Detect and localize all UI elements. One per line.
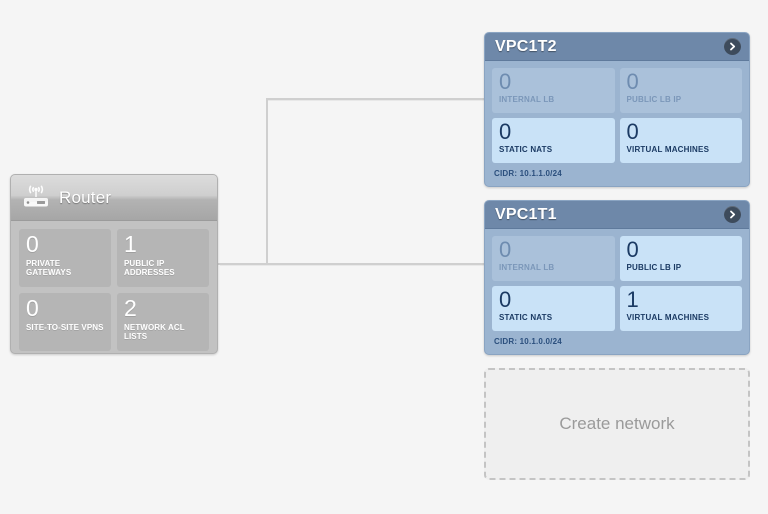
router-tile-grid: 0 PRIVATE GATEWAYS 1 PUBLIC IP ADDRESSES… — [11, 221, 217, 353]
tier-tile-internal-lb[interactable]: 0 INTERNAL LB — [492, 236, 615, 281]
tier-tile-value: 1 — [626, 287, 639, 312]
tier-card-vpc1t1[interactable]: VPC1T1 0 INTERNAL LB 0 PUBLIC LB IP 0 ST… — [484, 200, 750, 355]
router-tile-private-gateways[interactable]: 0 PRIVATE GATEWAYS — [19, 229, 111, 287]
connector-to-tier-1 — [218, 263, 486, 265]
router-title: Router — [59, 187, 112, 207]
router-tile-network-acl-lists[interactable]: 2 NETWORK ACL LISTS — [117, 293, 209, 351]
tier-tile-label: STATIC NATS — [499, 313, 553, 322]
router-tile-value: 1 — [124, 231, 137, 257]
tier-cidr: CIDR: 10.1.1.0/24 — [494, 169, 562, 178]
tier-tile-internal-lb[interactable]: 0 INTERNAL LB — [492, 68, 615, 113]
connector-highlight-top — [268, 100, 486, 101]
tier-tile-label: VIRTUAL MACHINES — [626, 145, 710, 154]
router-tile-value: 0 — [26, 295, 39, 321]
tier-header: VPC1T2 — [485, 33, 749, 61]
chevron-right-icon[interactable] — [724, 38, 741, 55]
chevron-right-icon[interactable] — [724, 206, 741, 223]
tier-title: VPC1T1 — [495, 205, 557, 223]
tier-title: VPC1T2 — [495, 37, 557, 55]
create-network-label: Create network — [559, 414, 675, 433]
router-tile-label: NETWORK ACL LISTS — [124, 323, 185, 341]
tier-tile-value: 0 — [626, 69, 639, 94]
router-tile-value: 2 — [124, 295, 137, 321]
tier-tile-static-nats[interactable]: 0 STATIC NATS — [492, 118, 615, 163]
tier-tile-grid: 0 INTERNAL LB 0 PUBLIC LB IP 0 STATIC NA… — [485, 229, 749, 331]
tier-tile-public-lb-ip[interactable]: 0 PUBLIC LB IP — [619, 236, 742, 281]
router-tile-value: 0 — [26, 231, 39, 257]
tier-tile-virtual-machines[interactable]: 0 VIRTUAL MACHINES — [619, 118, 742, 163]
tier-tile-virtual-machines[interactable]: 1 VIRTUAL MACHINES — [619, 286, 742, 331]
connector-vertical-riser — [266, 98, 268, 265]
router-header: Router — [11, 175, 217, 221]
connector-to-tier-0 — [266, 98, 486, 100]
tier-tile-value: 0 — [499, 119, 512, 144]
tier-tile-static-nats[interactable]: 0 STATIC NATS — [492, 286, 615, 331]
tier-tile-value: 0 — [499, 237, 512, 262]
router-tile-label: PUBLIC IP ADDRESSES — [124, 259, 175, 277]
router-icon — [21, 183, 51, 213]
tier-tile-public-lb-ip[interactable]: 0 PUBLIC LB IP — [619, 68, 742, 113]
tier-tile-value: 0 — [626, 237, 639, 262]
router-tile-public-ip-addresses[interactable]: 1 PUBLIC IP ADDRESSES — [117, 229, 209, 287]
router-tile-label: PRIVATE GATEWAYS — [26, 259, 72, 277]
tier-tile-value: 0 — [499, 287, 512, 312]
tier-tile-label: PUBLIC LB IP — [626, 263, 682, 272]
router-tile-site-to-site-vpns[interactable]: 0 SITE-TO-SITE VPNS — [19, 293, 111, 351]
router-tile-label: SITE-TO-SITE VPNS — [26, 323, 104, 332]
router-card[interactable]: Router 0 PRIVATE GATEWAYS 1 PUBLIC IP AD… — [10, 174, 218, 354]
tier-tile-value: 0 — [626, 119, 639, 144]
tier-tile-label: INTERNAL LB — [499, 263, 555, 272]
tier-header: VPC1T1 — [485, 201, 749, 229]
tier-tile-label: INTERNAL LB — [499, 95, 555, 104]
tier-tile-label: STATIC NATS — [499, 145, 553, 154]
tier-tile-grid: 0 INTERNAL LB 0 PUBLIC LB IP 0 STATIC NA… — [485, 61, 749, 163]
tier-tile-value: 0 — [499, 69, 512, 94]
connector-highlight-bottom — [220, 265, 486, 266]
tier-cidr: CIDR: 10.1.0.0/24 — [494, 337, 562, 346]
create-network-button[interactable]: Create network — [484, 368, 750, 480]
tier-card-vpc1t2[interactable]: VPC1T2 0 INTERNAL LB 0 PUBLIC LB IP 0 ST… — [484, 32, 750, 187]
tier-tile-label: PUBLIC LB IP — [626, 95, 682, 104]
tier-tile-label: VIRTUAL MACHINES — [626, 313, 710, 322]
